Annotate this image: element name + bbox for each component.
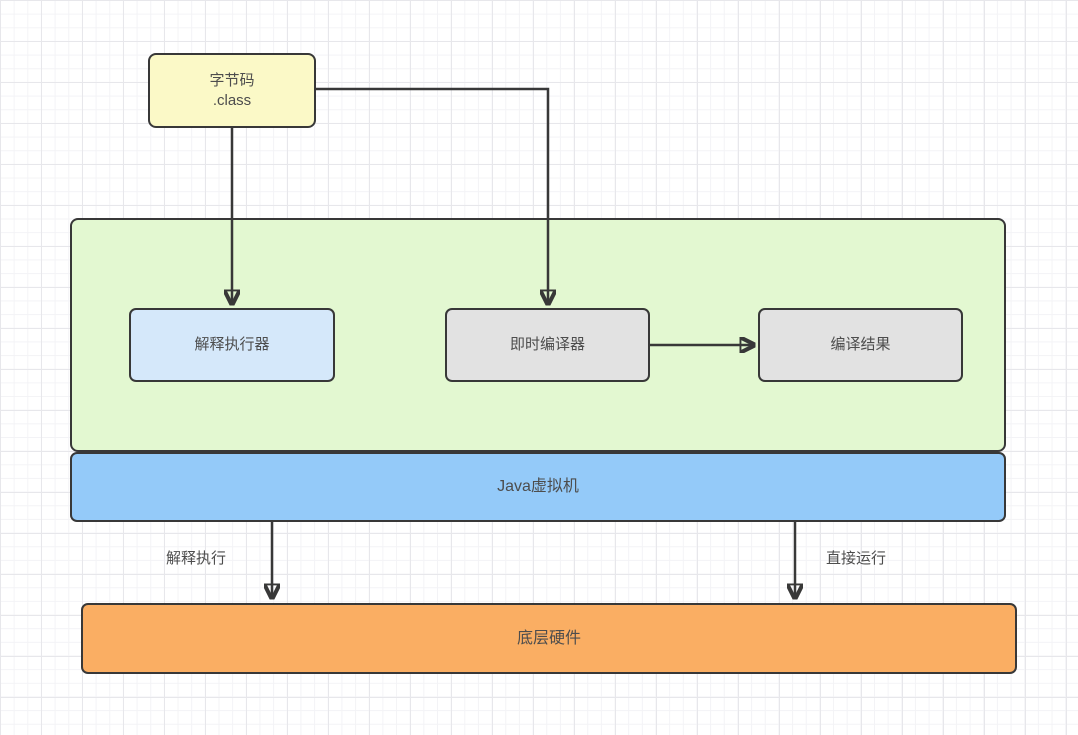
hardware-label: 底层硬件 <box>516 629 581 647</box>
edge-label-interpreted-execution: 解释执行 <box>166 550 227 567</box>
hardware-bar: 底层硬件 <box>81 603 1017 674</box>
edge-label-direct-run: 直接运行 <box>826 550 887 567</box>
jit-compiler-node: 即时编译器 <box>445 308 650 382</box>
compile-result-node: 编译结果 <box>758 308 963 382</box>
interpreter-node: 解释执行器 <box>129 308 335 382</box>
bytecode-label-line1: 字节码 <box>209 71 255 89</box>
interpreter-label: 解释执行器 <box>194 336 270 353</box>
jvm-bar: Java虚拟机 <box>70 452 1006 522</box>
jit-compiler-label: 即时编译器 <box>509 336 585 353</box>
compile-result-label: 编译结果 <box>830 336 891 353</box>
jvm-label: Java虚拟机 <box>497 478 579 495</box>
bytecode-node: 字节码 .class <box>148 53 316 128</box>
bytecode-label-line2: .class <box>212 91 252 109</box>
